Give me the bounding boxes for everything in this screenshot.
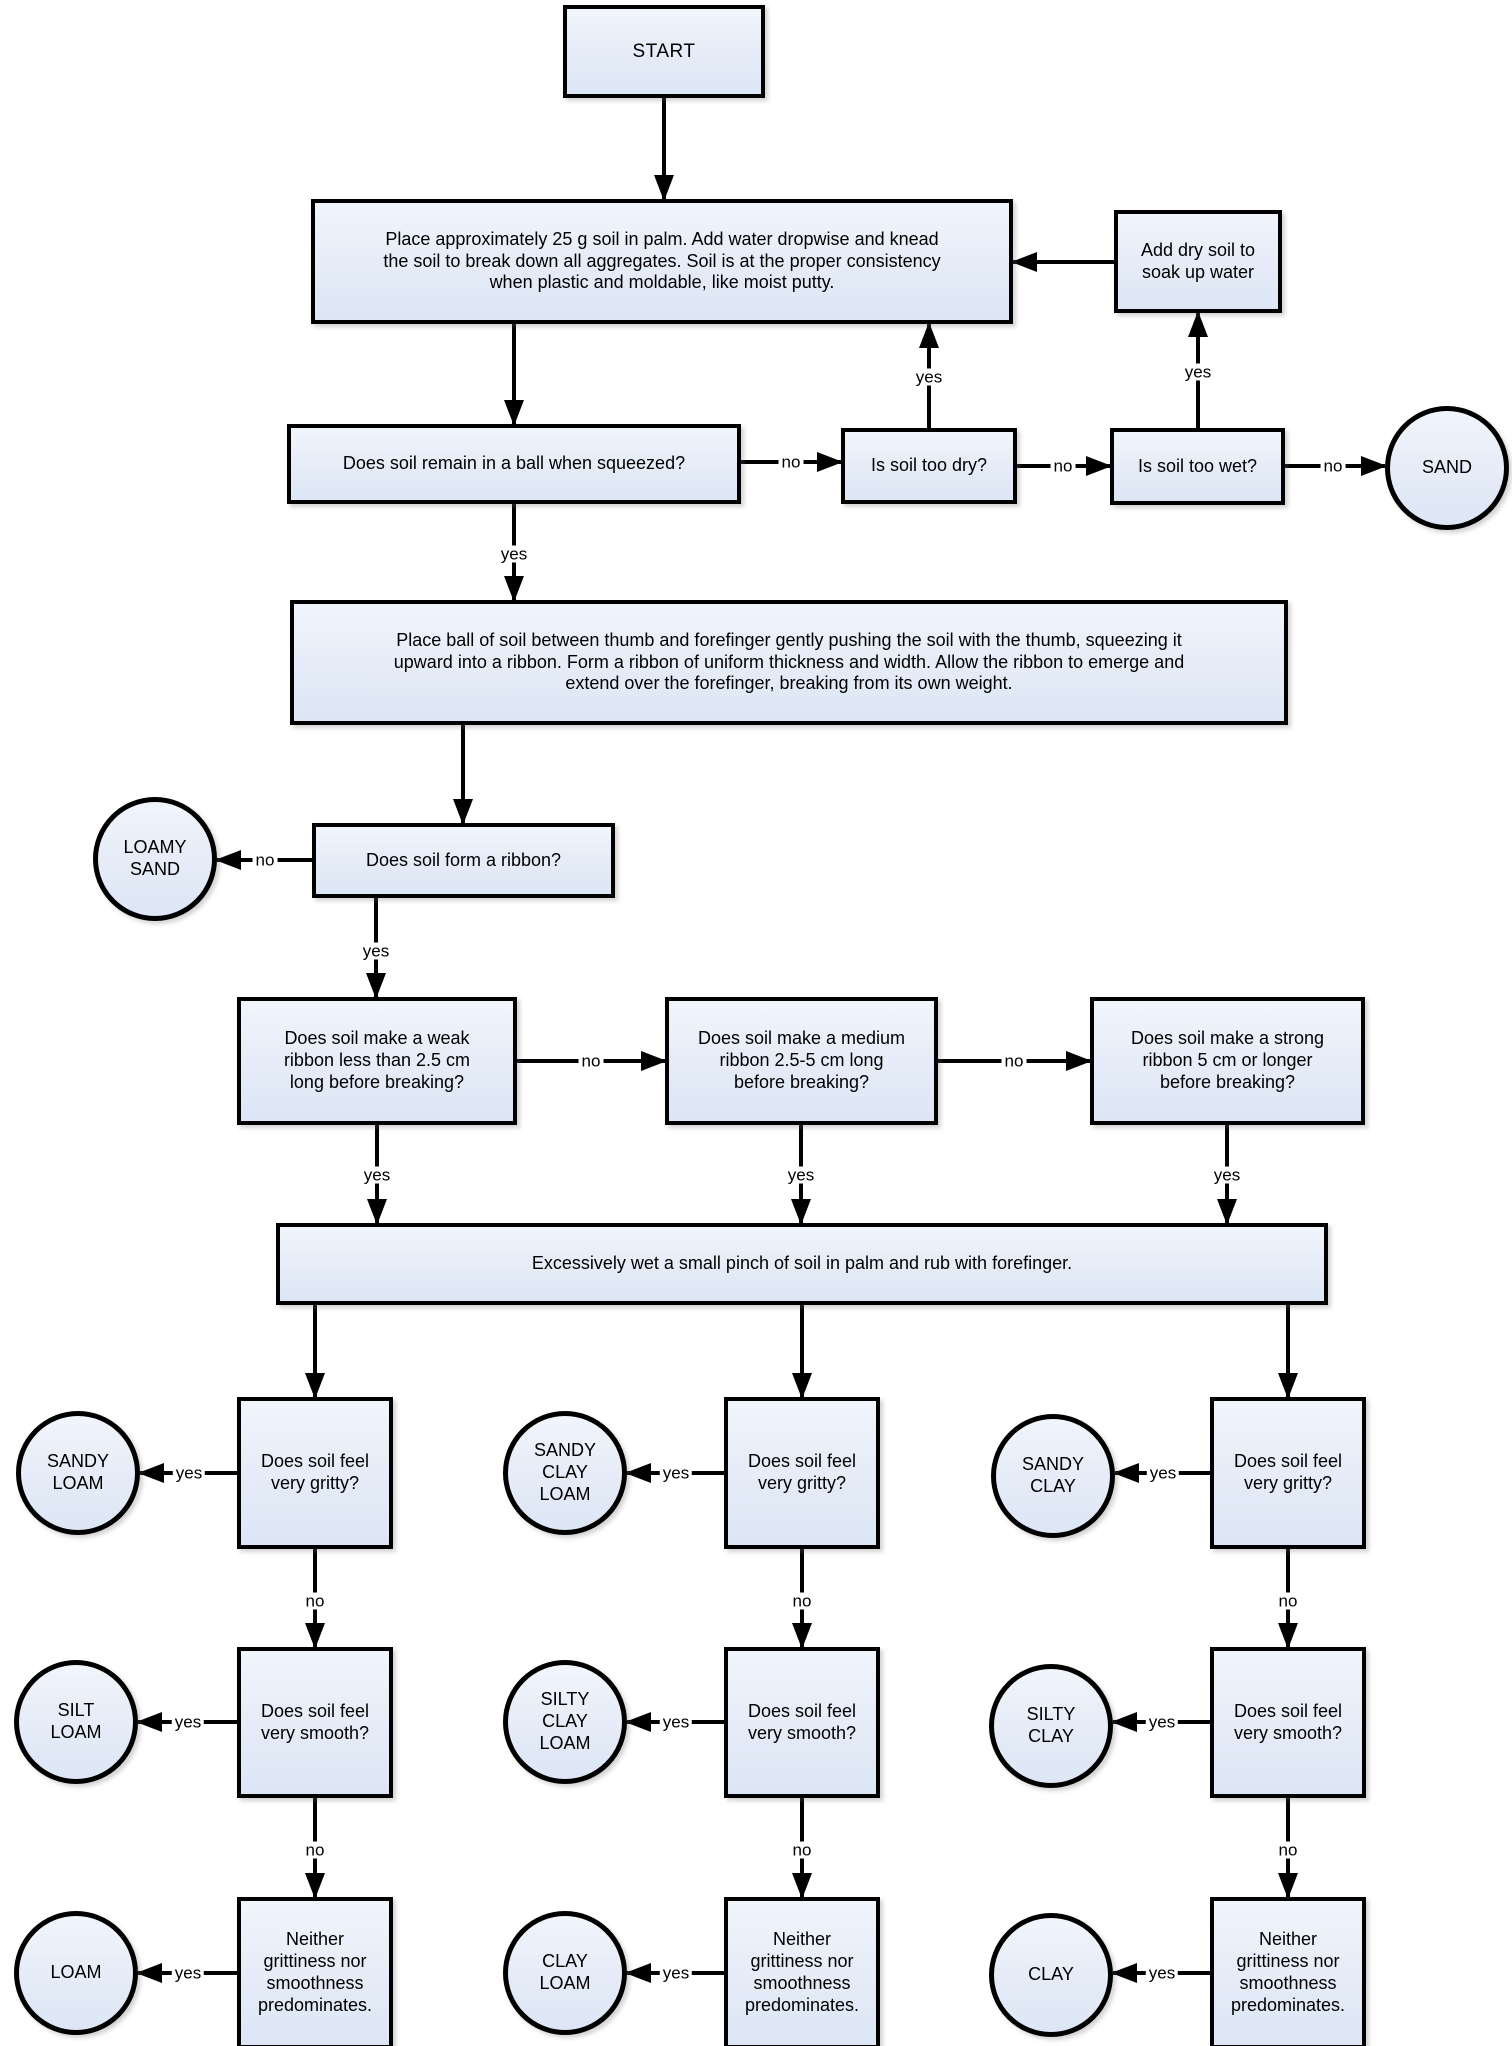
result-sandy-clay: SANDY CLAY bbox=[991, 1414, 1115, 1538]
edge-label-dryQ-knead: yes bbox=[912, 368, 946, 386]
edge-label-medQ-wetPinch: yes bbox=[784, 1166, 818, 1184]
edge-label-gritty3-sandyClay: yes bbox=[1146, 1464, 1180, 1482]
process-add-dry-soil: Add dry soil to soak up water bbox=[1114, 210, 1282, 313]
process-knead-soil: Place approximately 25 g soil in palm. A… bbox=[311, 199, 1013, 324]
edge-label-weakQ-medQ: no bbox=[578, 1052, 604, 1070]
question-gritty-1: Does soil feel very gritty? bbox=[237, 1397, 393, 1549]
result-silt-loam: SILT LOAM bbox=[14, 1660, 138, 1784]
edge-label-neither2-clayLoam: yes bbox=[659, 1964, 693, 1982]
question-neither-3: Neither grittiness nor smoothness predom… bbox=[1210, 1897, 1366, 2046]
result-sandy-clay-loam: SANDY CLAY LOAM bbox=[503, 1411, 627, 1535]
edge-label-gritty2-sandyClayLoam: yes bbox=[659, 1464, 693, 1482]
edge-label-neither3-clay: yes bbox=[1145, 1964, 1179, 1982]
result-sandy-loam: SANDY LOAM bbox=[16, 1411, 140, 1535]
question-forms-ribbon: Does soil form a ribbon? bbox=[312, 823, 615, 898]
start-node: START bbox=[563, 5, 765, 98]
question-too-dry: Is soil too dry? bbox=[841, 428, 1017, 504]
edge-label-gritty3-smooth3: no bbox=[1275, 1592, 1301, 1610]
edge-label-weakQ-wetPinch: yes bbox=[360, 1166, 394, 1184]
edge-label-ribbonQ-loamySand: no bbox=[252, 851, 278, 869]
question-gritty-3: Does soil feel very gritty? bbox=[1210, 1397, 1366, 1549]
question-smooth-3: Does soil feel very smooth? bbox=[1210, 1647, 1366, 1798]
process-form-ribbon: Place ball of soil between thumb and for… bbox=[290, 600, 1288, 725]
result-clay-loam: CLAY LOAM bbox=[503, 1911, 627, 2035]
result-silty-clay: SILTY CLAY bbox=[989, 1664, 1113, 1788]
question-neither-2: Neither grittiness nor smoothness predom… bbox=[724, 1897, 880, 2046]
result-loam: LOAM bbox=[14, 1911, 138, 2035]
question-gritty-2: Does soil feel very gritty? bbox=[724, 1397, 880, 1549]
question-weak-ribbon: Does soil make a weak ribbon less than 2… bbox=[237, 997, 517, 1125]
question-too-wet: Is soil too wet? bbox=[1110, 428, 1285, 505]
edge-label-gritty1-sandyLoam: yes bbox=[172, 1464, 206, 1482]
edge-label-gritty2-smooth2: no bbox=[789, 1592, 815, 1610]
result-silty-clay-loam: SILTY CLAY LOAM bbox=[503, 1660, 627, 1784]
question-smooth-2: Does soil feel very smooth? bbox=[724, 1647, 880, 1798]
edge-label-gritty1-smooth1: no bbox=[302, 1592, 328, 1610]
edge-label-wetQ-sand: no bbox=[1320, 457, 1346, 475]
edge-label-smooth2-siltyClayLoam: yes bbox=[659, 1713, 693, 1731]
edge-label-wetQ-addDry: yes bbox=[1181, 363, 1215, 381]
question-smooth-1: Does soil feel very smooth? bbox=[237, 1647, 393, 1798]
edge-label-ballQ-dryQ: no bbox=[778, 453, 804, 471]
edge-label-smooth1-siltLoam: yes bbox=[171, 1713, 205, 1731]
result-clay: CLAY bbox=[989, 1913, 1113, 2037]
edge-label-ribbonQ-weakQ: yes bbox=[359, 942, 393, 960]
edge-label-neither1-loam: yes bbox=[171, 1964, 205, 1982]
edge-label-medQ-strongQ: no bbox=[1001, 1052, 1027, 1070]
question-medium-ribbon: Does soil make a medium ribbon 2.5-5 cm … bbox=[665, 997, 938, 1125]
result-sand: SAND bbox=[1385, 406, 1509, 530]
question-neither-1: Neither grittiness nor smoothness predom… bbox=[237, 1897, 393, 2046]
edge-label-smooth2-neither2: no bbox=[789, 1841, 815, 1859]
question-strong-ribbon: Does soil make a strong ribbon 5 cm or l… bbox=[1090, 997, 1365, 1125]
edge-label-strongQ-wetPinch: yes bbox=[1210, 1166, 1244, 1184]
process-wet-pinch: Excessively wet a small pinch of soil in… bbox=[276, 1223, 1328, 1305]
edge-label-smooth1-neither1: no bbox=[302, 1841, 328, 1859]
edge-label-ballQ-ribbonForm: yes bbox=[497, 545, 531, 563]
question-ball: Does soil remain in a ball when squeezed… bbox=[287, 424, 741, 504]
edge-label-smooth3-neither3: no bbox=[1275, 1841, 1301, 1859]
edge-label-dryQ-wetQ: no bbox=[1050, 457, 1076, 475]
result-loamy-sand: LOAMY SAND bbox=[93, 797, 217, 921]
edge-label-smooth3-siltyClay: yes bbox=[1145, 1713, 1179, 1731]
